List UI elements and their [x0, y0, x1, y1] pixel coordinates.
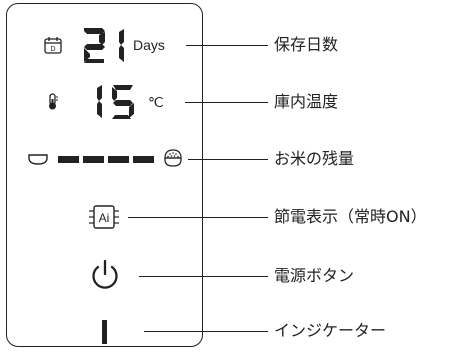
ai-chip-text: Ai	[99, 211, 110, 225]
temperature-digits-display	[97, 85, 134, 119]
days-unit: Days	[133, 37, 165, 53]
indicator-bar	[102, 320, 107, 344]
control-panel	[6, 3, 203, 347]
days-digits-display	[84, 28, 124, 63]
power-button-icon[interactable]	[88, 258, 122, 292]
leader-line-power-button	[139, 276, 268, 277]
calendar-letter: D	[50, 46, 55, 53]
label-power-button: 電源ボタン	[274, 266, 355, 285]
temperature-unit: ℃	[148, 94, 164, 110]
rice-level-bar	[58, 156, 154, 163]
empty-bowl-icon	[28, 154, 48, 165]
leader-line-storage-days	[186, 45, 268, 46]
label-storage-days: 保存日数	[274, 35, 339, 54]
leader-line-rice-level	[188, 159, 268, 160]
label-rice-level: お米の残量	[274, 149, 355, 168]
rice-level-segment	[133, 156, 154, 163]
label-indicator: インジケーター	[274, 321, 387, 340]
rice-level-segment	[83, 156, 104, 163]
leader-line-inside-temperature	[185, 102, 268, 103]
rice-level-segment	[58, 156, 79, 163]
thermometer-icon	[49, 93, 58, 110]
label-power-saving: 節電表示（常時ON）	[274, 207, 427, 226]
leader-line-indicator	[144, 331, 268, 332]
rice-level-segment	[108, 156, 129, 163]
ai-chip-icon: Ai	[89, 205, 119, 229]
label-inside-temperature: 庫内温度	[274, 92, 339, 111]
calendar-icon: D	[44, 37, 62, 54]
leader-line-power-saving	[128, 217, 268, 218]
full-rice-bowl-icon	[164, 149, 182, 167]
